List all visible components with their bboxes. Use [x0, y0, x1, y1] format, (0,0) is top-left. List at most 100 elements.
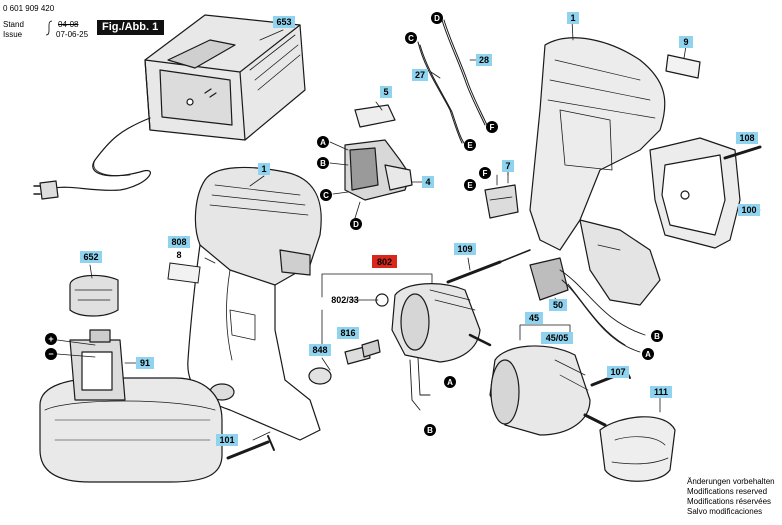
svg-text:E: E	[467, 141, 473, 150]
part-label-27: 27	[412, 69, 428, 81]
note-de: Änderungen vorbehalten	[687, 477, 775, 486]
svg-text:F: F	[490, 123, 495, 132]
battery-plus-symbol: +	[45, 333, 57, 345]
doc-number: 0 601 909 420	[3, 4, 55, 13]
part-label-50: 50	[549, 299, 567, 311]
svg-text:50: 50	[553, 300, 563, 310]
part-label-109: 109	[454, 243, 476, 255]
part-label-816: 816	[337, 327, 359, 339]
connector-f-block: F	[479, 167, 491, 179]
battery-minus-symbol: −	[45, 348, 57, 360]
svg-text:7: 7	[505, 161, 510, 171]
svg-text:B: B	[427, 426, 433, 435]
gearbox-illustration	[489, 345, 607, 436]
part-label-8: 8	[176, 250, 181, 260]
svg-text:111: 111	[654, 387, 668, 397]
pad-9-illustration	[665, 54, 701, 79]
part-label-108: 108	[736, 132, 758, 144]
connector-a-board: A	[642, 348, 654, 360]
svg-text:848: 848	[312, 345, 327, 355]
svg-text:28: 28	[479, 55, 489, 65]
svg-text:C: C	[408, 34, 414, 43]
connector-d-wire: D	[431, 12, 443, 24]
nose-cover-illustration	[599, 416, 676, 482]
part-label-111: 111	[650, 386, 672, 398]
part-label-91: 91	[136, 357, 154, 369]
svg-text:1: 1	[570, 13, 575, 23]
svg-text:45/05: 45/05	[546, 333, 569, 343]
svg-text:108: 108	[739, 133, 754, 143]
part-label-802: 802	[372, 255, 397, 268]
svg-text:109: 109	[457, 244, 472, 254]
part-label-45-05: 45/05	[541, 332, 573, 344]
svg-text:F: F	[483, 169, 488, 178]
svg-text:1: 1	[261, 164, 266, 174]
part-label-107: 107	[607, 366, 629, 378]
part-label-1-right: 1	[567, 12, 579, 24]
part-label-802-33: 802/33	[331, 295, 359, 305]
svg-text:D: D	[434, 14, 440, 23]
svg-text:+: +	[48, 334, 53, 344]
svg-text:107: 107	[610, 367, 625, 377]
connector-b-board: B	[651, 330, 663, 342]
svg-text:101: 101	[219, 435, 234, 445]
issue-value: 07-06-25	[56, 30, 89, 39]
label-plate-8-illustration	[167, 262, 201, 284]
cap-848-illustration	[308, 367, 332, 385]
belt-clip-illustration	[649, 137, 741, 249]
svg-text:91: 91	[140, 358, 150, 368]
note-en: Modifications reserved	[687, 487, 768, 496]
svg-text:652: 652	[83, 252, 98, 262]
svg-text:C: C	[323, 191, 329, 200]
svg-text:27: 27	[415, 70, 425, 80]
svg-text:A: A	[447, 378, 453, 387]
motor-illustration	[391, 283, 492, 411]
part-label-5: 5	[380, 86, 392, 98]
bit-illustration	[446, 260, 502, 284]
modification-notes: Änderungen vorbehalten Modifications res…	[687, 477, 775, 517]
svg-text:4: 4	[425, 177, 430, 187]
svg-text:8: 8	[176, 250, 181, 260]
part-label-653: 653	[273, 16, 295, 28]
part-label-652: 652	[80, 251, 102, 263]
figure-title: Fig./Abb. 1	[97, 20, 164, 35]
svg-text:802: 802	[377, 257, 392, 267]
svg-text:100: 100	[741, 205, 756, 215]
svg-text:A: A	[320, 138, 326, 147]
connector-c-switch: C	[320, 189, 332, 201]
svg-text:9: 9	[683, 37, 688, 47]
part-label-808: 808	[168, 236, 190, 248]
charger-illustration	[33, 14, 306, 200]
connector-d-switch: D	[350, 218, 362, 230]
part-label-100: 100	[738, 204, 760, 216]
battery-adapter-illustration	[69, 274, 119, 317]
right-housing-illustration	[529, 37, 666, 306]
issue-label: Issue	[3, 30, 23, 39]
svg-text:D: D	[353, 220, 359, 229]
connector-c-wire: C	[405, 32, 417, 44]
svg-text:−: −	[48, 349, 53, 359]
switch-illustration	[344, 104, 413, 201]
connector-a-motor: A	[444, 376, 456, 388]
battery-illustration	[39, 329, 223, 483]
svg-text:808: 808	[171, 237, 186, 247]
svg-text:45: 45	[529, 313, 539, 323]
part-label-101: 101	[216, 434, 238, 446]
svg-text:653: 653	[276, 17, 291, 27]
screw-101-illustration	[226, 440, 270, 460]
note-es: Salvo modificaciones	[687, 507, 763, 516]
connector-e-block: E	[464, 179, 476, 191]
part-label-1-left: 1	[258, 163, 270, 175]
part-label-848: 848	[309, 344, 331, 356]
stand-value: 04-08	[58, 20, 79, 29]
part-label-45: 45	[525, 312, 543, 324]
connector-a-switch: A	[317, 136, 329, 148]
part-label-4: 4	[422, 176, 434, 188]
ring-802-33-illustration	[375, 293, 389, 307]
part-label-7: 7	[502, 160, 514, 172]
svg-text:B: B	[654, 332, 660, 341]
